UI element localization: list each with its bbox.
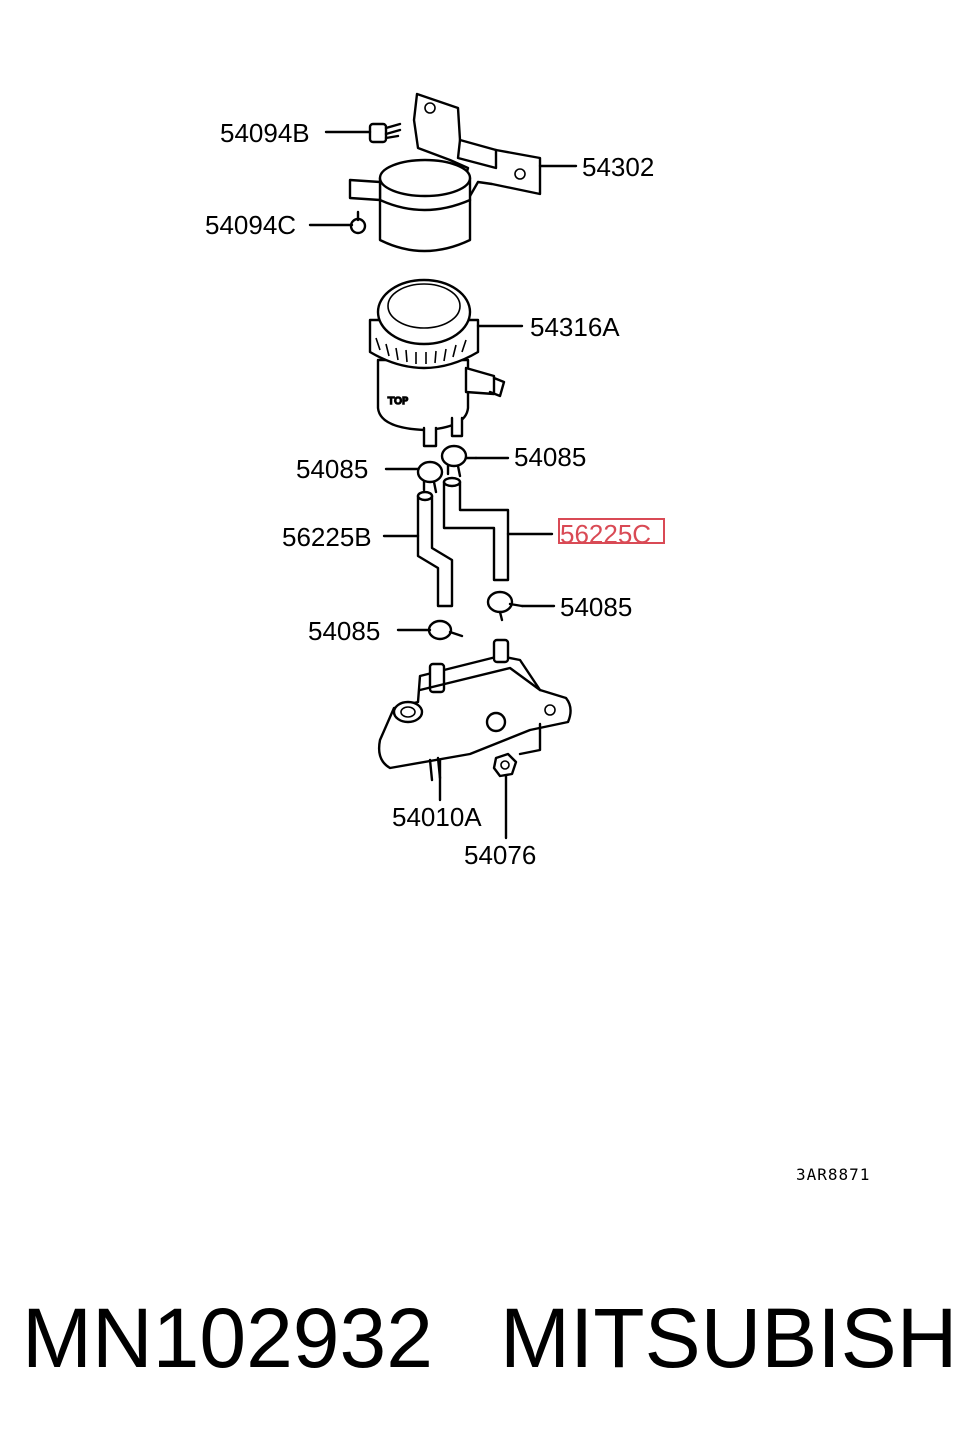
hose-56225B [416,490,454,608]
bolt-54094B [368,122,402,144]
master-cylinder-54010A [377,638,572,782]
footer: MN102932 MITSUBISHI [0,1290,960,1390]
brand-name: MITSUBISHI [500,1291,960,1385]
part-number: MN102932 [22,1291,433,1385]
callout-54316A: 54316A [530,312,620,342]
callout-54076: 54076 [464,840,536,870]
callout-56225C[interactable]: 56225C [560,519,651,549]
callout-56225B: 56225B [282,522,372,552]
svg-text:TOP: TOP [387,396,408,407]
clamp-ring [348,158,472,253]
callout-54085-left-bottom: 54085 [308,616,380,646]
highlight-box [558,518,665,544]
callout-54085-left-top: 54085 [296,454,368,484]
callout-54010A: 54010A [392,802,482,832]
callout-54094C: 54094C [205,210,296,240]
nut-54076 [492,752,518,778]
callout-54085-right-top: 54085 [514,442,586,472]
diagram-reference-code: 3AR8871 [796,1165,870,1184]
reservoir-54316A: TOP [368,278,506,448]
hose-56225C [442,476,510,582]
callout-54302: 54302 [582,152,654,182]
leader-lines [308,130,578,840]
callout-54085-right-bottom: 54085 [560,592,632,622]
clamp-54085-right-top [440,444,478,478]
screw-54094C [349,210,367,235]
clamp-54085-left-bottom [427,619,464,641]
bracket-54302 [412,92,542,198]
clamp-54085-right-bottom [486,590,524,622]
clamp-54085-left-top [416,460,444,494]
callout-54094B: 54094B [220,118,310,148]
